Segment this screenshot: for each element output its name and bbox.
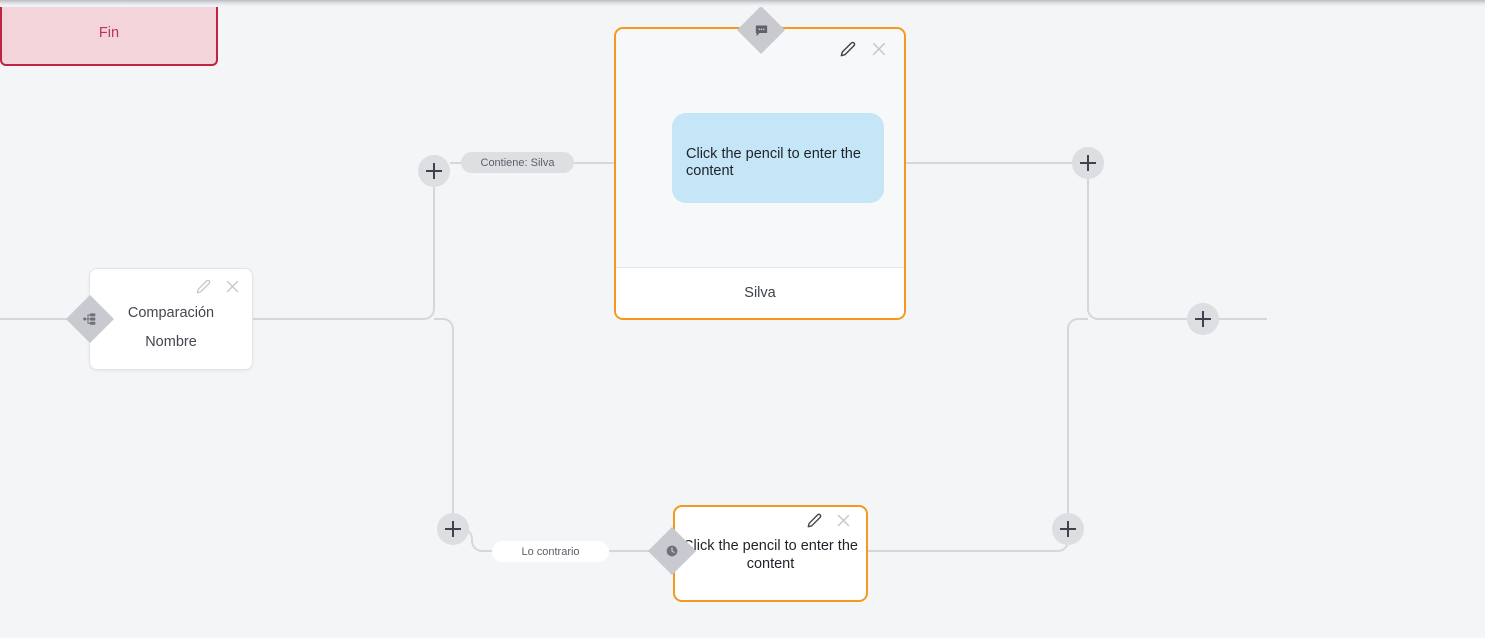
pencil-icon[interactable] (840, 41, 856, 57)
bot-node-footer-label: Silva (616, 267, 904, 318)
comparison-node-actions[interactable] (196, 279, 240, 294)
node-end[interactable]: Fin (0, 0, 218, 66)
node-comparison[interactable]: Comparación Nombre (89, 268, 253, 370)
add-node-branch-false[interactable] (437, 513, 469, 545)
close-icon[interactable] (836, 513, 851, 528)
add-node-after-wait[interactable] (1052, 513, 1084, 545)
comparison-node-body: Comparación Nombre (90, 269, 252, 357)
close-icon[interactable] (871, 41, 886, 56)
comparison-title: Comparación (127, 305, 215, 321)
wait-node-actions[interactable] (807, 513, 851, 528)
close-icon[interactable] (225, 279, 240, 294)
bot-message-bubble[interactable]: Click the pencil to enter the content (672, 113, 884, 203)
wait-node-text[interactable]: Click the pencil to enter the content (683, 538, 858, 572)
edge-label-lo-contrario[interactable]: Lo contrario (492, 541, 609, 562)
add-node-branch-true[interactable] (418, 155, 450, 187)
node-bot-message[interactable]: Click the pencil to enter the content Si… (614, 27, 906, 320)
pencil-icon[interactable] (807, 513, 822, 528)
node-wait-message[interactable]: Click the pencil to enter the content (673, 505, 868, 602)
end-node-label: Fin (98, 25, 120, 41)
add-node-before-end[interactable] (1187, 303, 1219, 335)
bot-node-actions[interactable] (840, 41, 886, 57)
pencil-icon[interactable] (196, 279, 211, 294)
add-node-after-bot[interactable] (1072, 147, 1104, 179)
comparison-subtitle: Nombre (145, 334, 197, 350)
edge-label-contiene-silva[interactable]: Contiene: Silva (461, 152, 574, 173)
